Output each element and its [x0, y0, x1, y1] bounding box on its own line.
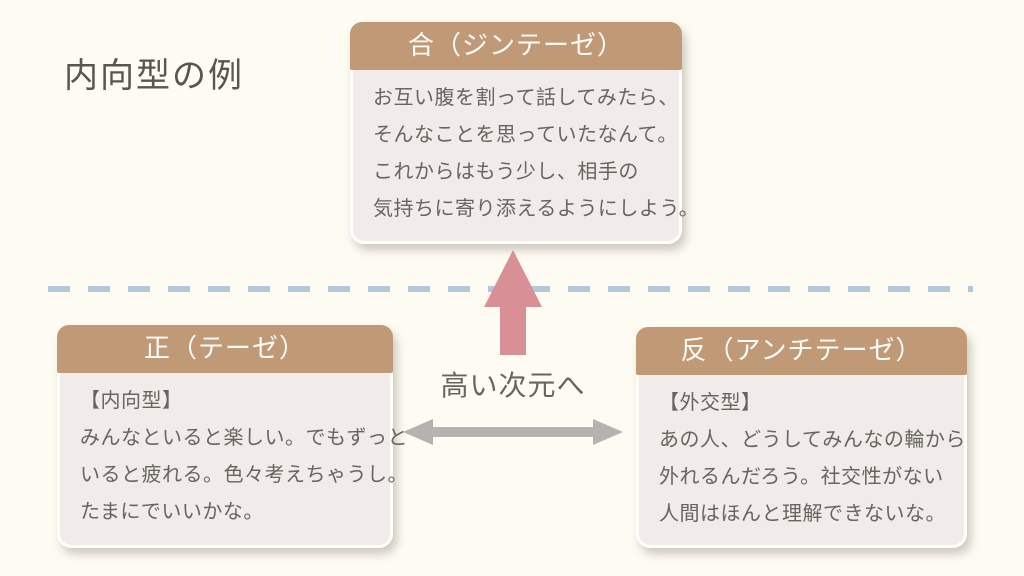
text-line: あの人、どうしてみんなの輪から [659, 427, 966, 451]
page-title: 内向型の例 [64, 56, 244, 96]
thesis-box-header: 正（テーゼ） [57, 325, 393, 373]
antithesis-box: 反（アンチテーゼ） 【外交型】 あの人、どうしてみんなの輪から 外れるんだろう。… [636, 327, 967, 548]
thesis-box: 正（テーゼ） 【内向型】 みんなといると楽しい。でもずっと いると疲れる。色々考… [57, 325, 408, 548]
antithesis-box-header: 反（アンチテーゼ） [636, 327, 967, 375]
text-line: 【外交型】 [659, 390, 762, 414]
text-line: みんなといると楽しい。でもずっと [80, 425, 408, 449]
text-line: 【内向型】 [80, 388, 183, 412]
higher-dimension-label: 高い次元へ [440, 369, 586, 402]
antithesis-box-body: 【外交型】 あの人、どうしてみんなの輪から 外れるんだろう。社交性がない 人間は… [639, 375, 966, 532]
text-line: これからはもう少し、相手の [373, 159, 639, 183]
up-arrow-icon [484, 250, 542, 355]
synthesis-box: 合（ジンテーゼ） お互い腹を割って話してみたら、 そんなことを思っていたなんて。… [350, 22, 700, 244]
synthesis-box-header: 合（ジンテーゼ） [350, 22, 682, 70]
text-line: 人間はほんと理解できないな。 [659, 501, 946, 525]
synthesis-box-body: お互い腹を割って話してみたら、 そんなことを思っていたなんて。 これからはもう少… [353, 70, 700, 227]
text-line: たまにでいいかな。 [80, 499, 264, 523]
text-line: いると疲れる。色々考えちゃうし。 [80, 462, 408, 486]
text-line: 外れるんだろう。社交性がない [659, 464, 944, 488]
thesis-box-body: 【内向型】 みんなといると楽しい。でもずっと いると疲れる。色々考えちゃうし。 … [60, 373, 408, 530]
double-arrow-icon [403, 419, 623, 445]
text-line: お互い腹を割って話してみたら、 [373, 85, 679, 109]
text-line: 気持ちに寄り添えるようにしよう。 [373, 196, 700, 220]
text-line: そんなことを思っていたなんて。 [373, 122, 678, 146]
